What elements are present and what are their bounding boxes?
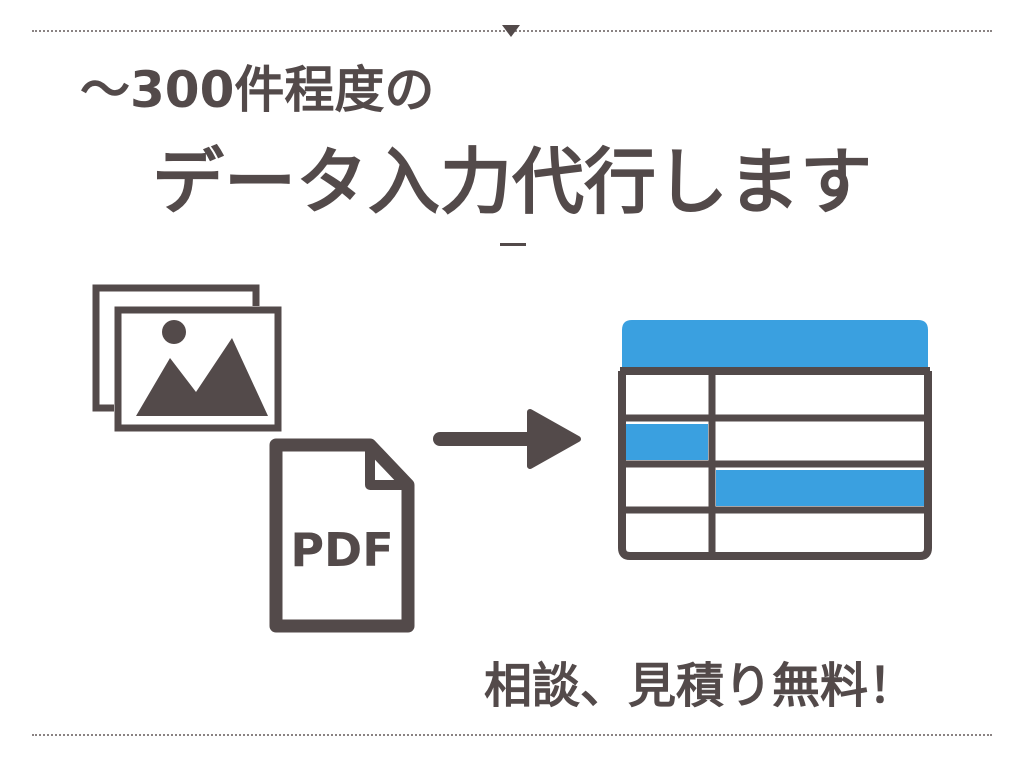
pdf-label: PDF xyxy=(290,523,393,577)
arrow-right-icon xyxy=(433,409,581,469)
title-underline xyxy=(500,243,526,246)
free-consultation-note: 相談、見積り無料！ xyxy=(483,658,916,714)
spreadsheet-table-icon xyxy=(618,320,932,560)
image-stack-icon xyxy=(92,284,282,432)
pdf-file-icon: PDF xyxy=(269,438,415,633)
down-triangle-marker-icon xyxy=(502,25,520,37)
page-title: データ入力代行します xyxy=(151,140,872,224)
subtitle: ～300件程度の xyxy=(80,61,435,119)
bottom-dotted-divider xyxy=(32,734,992,736)
